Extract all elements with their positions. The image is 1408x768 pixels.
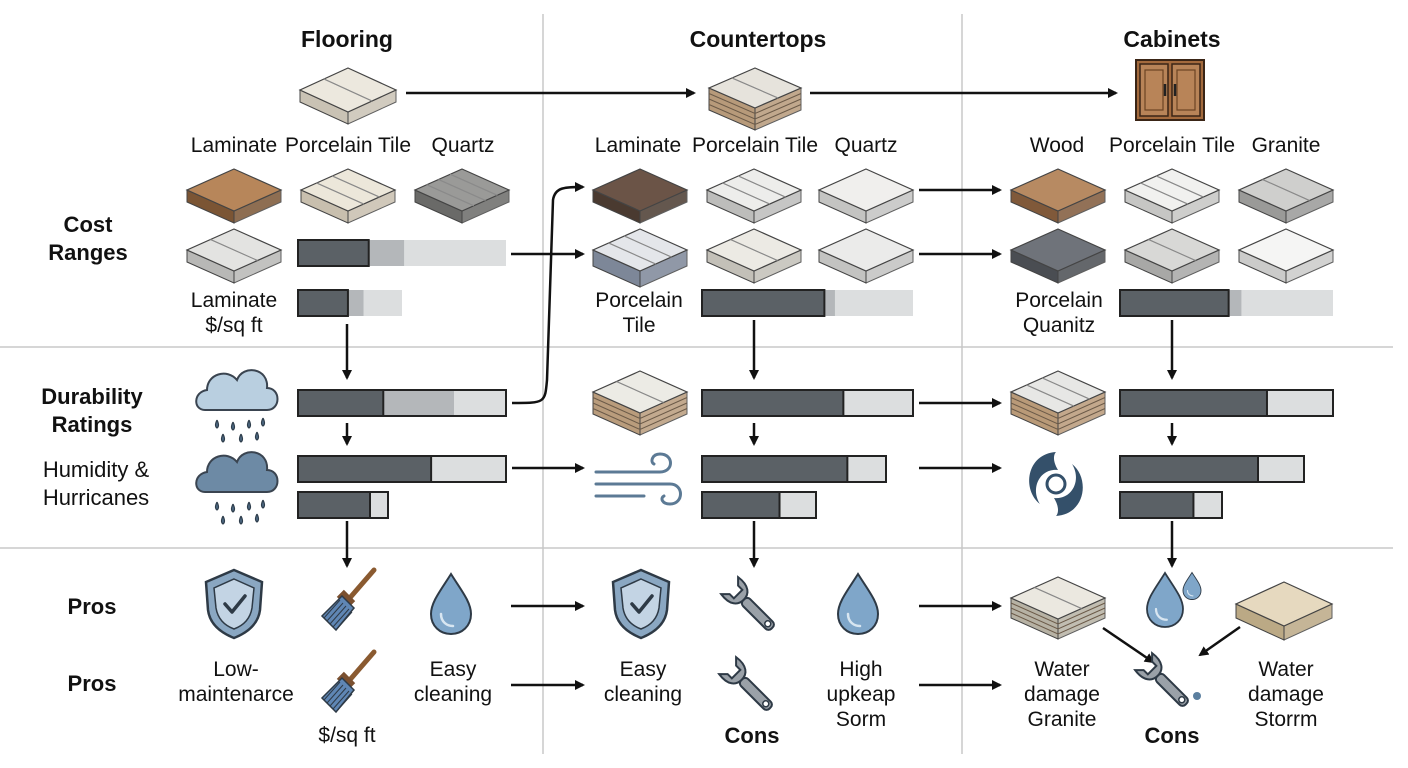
tile-flooring-quartz xyxy=(413,168,511,224)
bar-flooring-cost xyxy=(297,239,506,267)
bar-flooring-hurricane xyxy=(297,491,389,519)
tile-cabinets-cost-a xyxy=(1009,228,1107,284)
arrow-water-damage-storm xyxy=(1198,625,1241,657)
bar-countertops-cost xyxy=(701,289,913,317)
cabinets-unit-label: Porcelain Quanitz xyxy=(1015,289,1103,337)
cabinets-con-water-damage-storm: Water damage Storrm xyxy=(1248,658,1324,731)
cabinet-icon xyxy=(1135,59,1205,121)
countertops-cons-label: Cons xyxy=(724,723,780,748)
tile-cabinets-porcelain xyxy=(1123,168,1221,224)
flooring-pro-low-maintenance: Low- maintenarce xyxy=(178,658,294,706)
water-drop-icon xyxy=(429,572,473,636)
tile-countertops-cost-c xyxy=(817,228,915,284)
flooring-pro-cost: $/sq ft xyxy=(318,724,376,747)
tile-flooring-header xyxy=(298,67,398,125)
tile-countertops-cost-b xyxy=(705,228,803,284)
cabinets-material-granite: Granite xyxy=(1251,134,1321,157)
tile-cabinets-granite xyxy=(1237,168,1335,224)
bar-flooring-humidity xyxy=(297,455,507,483)
bar-countertops-durability xyxy=(701,389,914,417)
tile-flooring-porcelain xyxy=(299,168,397,224)
tile-cabinets-cost-c xyxy=(1237,228,1335,284)
wrench-icon-cabinets xyxy=(1133,651,1189,707)
bar-countertops-hurricane xyxy=(701,491,817,519)
water-drop-icon-small xyxy=(1182,571,1202,600)
bar-cabinets-durability xyxy=(1119,389,1334,417)
flooring-unit-label: Laminate $/sq ft xyxy=(190,289,278,337)
countertops-material-laminate: Laminate xyxy=(594,134,682,157)
flooring-material-quartz: Quartz xyxy=(431,134,495,157)
countertops-material-porcelain-tile: Porcelain Tile xyxy=(691,134,819,157)
bar-cabinets-hurricane xyxy=(1119,491,1223,519)
countertops-unit-label: Porcelain Tile xyxy=(595,289,683,337)
shield-icon-countertops xyxy=(611,568,671,640)
row-label-cost-ranges: Cost Ranges xyxy=(48,212,128,265)
shield-icon xyxy=(204,568,264,640)
tile-cabinets-wood-plank xyxy=(1234,581,1334,641)
tile-cabinets-cost-b xyxy=(1123,228,1221,284)
tile-flooring-laminate xyxy=(185,168,283,224)
hurricane-icon xyxy=(1029,452,1083,516)
tile-flooring-cost xyxy=(185,228,283,284)
row-label-pros: Pros xyxy=(67,594,117,619)
wind-icon xyxy=(594,452,682,506)
countertops-con-high-upkeep: High upkeap Sorm xyxy=(826,658,896,731)
water-drop-icon-countertops xyxy=(836,572,880,636)
broom-icon xyxy=(320,567,377,632)
rain-cloud-icon xyxy=(195,369,279,443)
arrow-water-damage-granite xyxy=(1102,626,1155,664)
row-label-pros-2: Pros xyxy=(67,671,117,696)
row-label-humidity-hurricanes: Humidity & Hurricanes xyxy=(42,457,150,510)
cabinets-cons-label: Cons xyxy=(1144,723,1200,748)
tile-countertops-quartz xyxy=(817,168,915,224)
header-countertops: Countertops xyxy=(689,26,827,52)
cabinets-material-wood: Wood xyxy=(1029,134,1085,157)
tile-cabinets-wood xyxy=(1009,168,1107,224)
cabinets-con-water-damage-granite: Water damage Granite xyxy=(1024,658,1100,731)
water-drop-icon-cabinets xyxy=(1146,571,1184,628)
bar-countertops-humidity xyxy=(701,455,887,483)
wrench-icon-countertops-cons xyxy=(717,655,773,711)
tile-cabinets-durability xyxy=(1009,370,1107,436)
flooring-material-laminate: Laminate xyxy=(190,134,278,157)
cabinets-material-porcelain-tile: Porcelain Tile xyxy=(1108,134,1236,157)
flooring-pro-easy-cleaning: Easy cleaning xyxy=(413,658,493,706)
arrow-durability-to-laminate xyxy=(511,182,585,405)
header-flooring: Flooring xyxy=(301,26,393,52)
wrench-icon xyxy=(719,575,775,631)
tile-cabinets-pros xyxy=(1009,576,1107,640)
bar-flooring-cost-persqft xyxy=(297,289,402,317)
countertops-material-quartz: Quartz xyxy=(834,134,898,157)
tile-countertops-durability xyxy=(591,370,689,436)
row-label-durability-ratings: Durability Ratings xyxy=(41,384,143,437)
countertops-pro-easy-cleaning: Easy cleaning xyxy=(603,658,683,706)
broom-icon-2 xyxy=(320,649,377,714)
tile-countertops-header xyxy=(707,67,803,131)
rain-cloud-icon-dark xyxy=(195,451,279,525)
tile-countertops-laminate xyxy=(591,168,689,224)
header-cabinets: Cabinets xyxy=(1123,26,1221,52)
tile-countertops-cost-a xyxy=(591,228,689,288)
flooring-material-porcelain-tile: Porcelain Tile xyxy=(284,134,412,157)
water-drip-dot xyxy=(1193,692,1201,700)
bar-flooring-durability xyxy=(297,389,507,417)
bar-cabinets-cost xyxy=(1119,289,1333,317)
bar-cabinets-humidity xyxy=(1119,455,1305,483)
tile-countertops-porcelain xyxy=(705,168,803,224)
